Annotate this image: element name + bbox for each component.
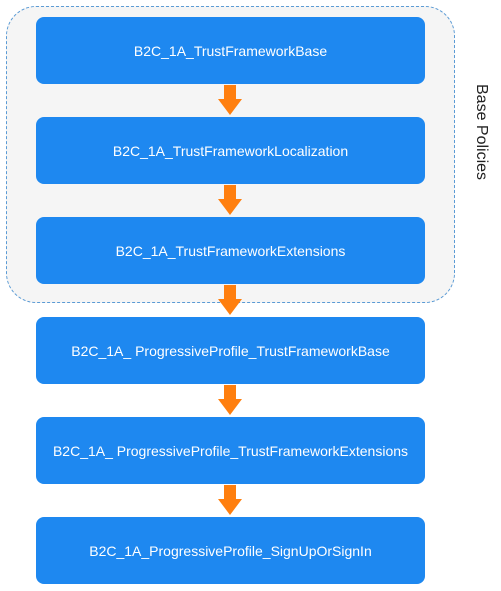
node-trust-framework-extensions[interactable]: B2C_1A_TrustFrameworkExtensions	[36, 217, 425, 284]
node-trust-framework-base[interactable]: B2C_1A_TrustFrameworkBase	[36, 17, 425, 84]
arrow-down-icon	[218, 185, 242, 215]
arrow-down-icon	[218, 385, 242, 415]
arrow-down-icon	[218, 285, 242, 315]
node-trust-framework-localization[interactable]: B2C_1A_TrustFrameworkLocalization	[36, 117, 425, 184]
node-progressive-profile-extensions[interactable]: B2C_1A_ ProgressiveProfile_TrustFramewor…	[36, 417, 425, 484]
arrow-down-icon	[218, 85, 242, 115]
arrow-down-icon	[218, 485, 242, 515]
node-progressive-profile-base[interactable]: B2C_1A_ ProgressiveProfile_TrustFramewor…	[36, 317, 425, 384]
node-progressive-profile-signup-signin[interactable]: B2C_1A_ProgressiveProfile_SignUpOrSignIn	[36, 517, 425, 584]
base-policies-label: Base Policies	[473, 83, 490, 181]
